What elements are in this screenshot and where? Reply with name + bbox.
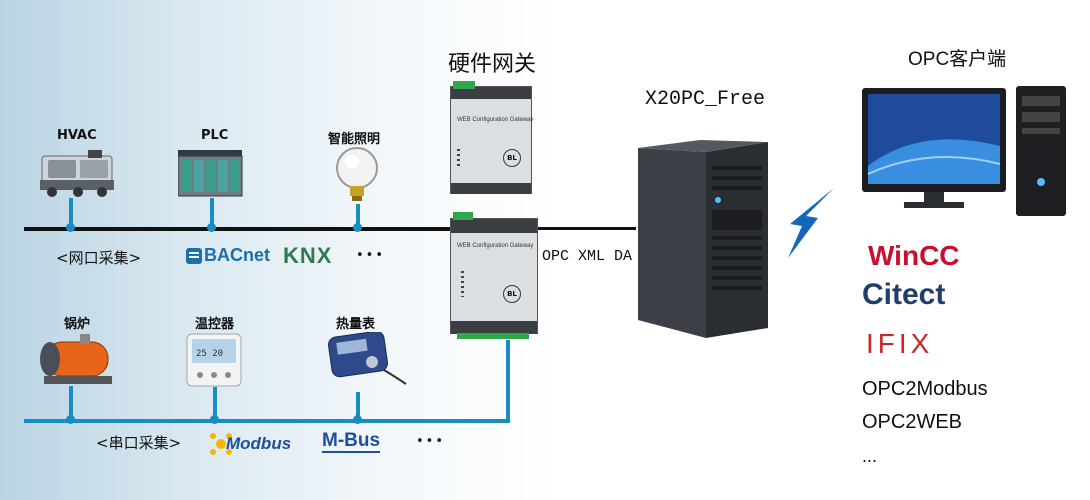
knx-logo: KNX [283, 243, 333, 268]
title-server: X20PC_Free [645, 88, 766, 111]
modbus-logo-text: Modbus [226, 434, 292, 453]
gateway-bottom-connector-strip [451, 219, 537, 233]
mbus-logo: M-Bus [322, 430, 381, 453]
client-more: ... [862, 446, 878, 466]
drop-line-thermostat [213, 387, 217, 420]
gateway-bottom-leds [461, 271, 464, 297]
gateway-bottom-green-terminal-left [453, 212, 473, 220]
gateway-bottom-logo: BL [503, 285, 521, 303]
modbus-logo-icon [210, 433, 232, 455]
label-lighting: 智能照明 [328, 132, 381, 147]
hvac-chiller-image [40, 150, 114, 197]
serial-more-dots: ••• [416, 434, 446, 449]
junction-dot-plc [207, 223, 216, 232]
bacnet-logo-icon [186, 248, 202, 264]
gateway-top-bottom-strip [451, 183, 531, 194]
title-hardware-gateway: 硬件网关 [448, 52, 537, 77]
label-thermostat: 温控器 [195, 317, 235, 332]
gateway-top-leds [457, 149, 460, 167]
serial-riser-to-gateway [506, 340, 510, 423]
gateway-device-bottom: WEB Configuration Gateway BL [450, 212, 538, 339]
client-opc2web: OPC2WEB [862, 411, 963, 433]
gateway-device-top: WEB Configuration Gateway BL [450, 81, 534, 194]
drop-line-hvac [69, 198, 73, 228]
boiler-image [40, 334, 112, 384]
gateway-bottom-green-terminal [457, 333, 529, 339]
junction-dot-heat-meter [353, 415, 362, 424]
label-serial-collect: <串口采集> [96, 434, 182, 452]
drop-line-lighting [356, 204, 360, 228]
gateway-top-logo: BL [503, 149, 521, 167]
junction-dot-lighting [353, 223, 362, 232]
thermostat-image: 25 20 [186, 333, 242, 387]
gateway-top-panel-text: WEB Configuration Gateway [457, 117, 534, 123]
gateway-top-connector-strip [451, 87, 531, 99]
junction-dot-boiler [66, 415, 75, 424]
drop-line-boiler [69, 386, 73, 420]
label-ethernet-collect: <网口采集> [56, 249, 142, 267]
modbus-logo: Modbus [208, 430, 308, 458]
client-workstation-image [862, 86, 1066, 216]
ethernet-more-dots: ••• [356, 248, 386, 263]
title-opc-client: OPC客户端 [908, 49, 1007, 70]
gateway-bottom-bottom-strip [451, 321, 537, 334]
gateway-bottom-panel-text: WEB Configuration Gateway [457, 243, 534, 249]
ethernet-bus-line [24, 227, 532, 231]
heat-meter-image [328, 332, 407, 385]
smart-bulb-image [336, 147, 378, 201]
drop-line-plc [210, 198, 214, 228]
gateway-top-green-terminal [453, 81, 475, 89]
drop-line-heat-meter [356, 392, 360, 420]
plc-image [178, 150, 243, 197]
label-hvac: HVAC [57, 128, 97, 143]
svg-text:25 20: 25 20 [196, 349, 223, 359]
bacnet-logo: BACnet [186, 244, 270, 268]
wireless-lightning-icon [788, 188, 834, 258]
citect-logo: Citect [862, 278, 946, 311]
junction-dot-thermostat [210, 415, 219, 424]
ifix-logo: IFIX [866, 328, 934, 359]
opc-link-line [538, 227, 636, 230]
junction-dot-hvac [66, 223, 75, 232]
bacnet-logo-text: BACnet [204, 245, 270, 265]
label-heat-meter: 热量表 [336, 317, 376, 332]
server-tower-image [638, 140, 768, 338]
client-opc2modbus: OPC2Modbus [862, 378, 988, 400]
serial-bus-line [24, 419, 510, 423]
wincc-logo: WinCC [868, 240, 960, 271]
label-opc-xml-da: OPC XML DA [542, 248, 633, 265]
label-plc: PLC [201, 128, 229, 143]
label-boiler: 锅炉 [64, 317, 91, 332]
